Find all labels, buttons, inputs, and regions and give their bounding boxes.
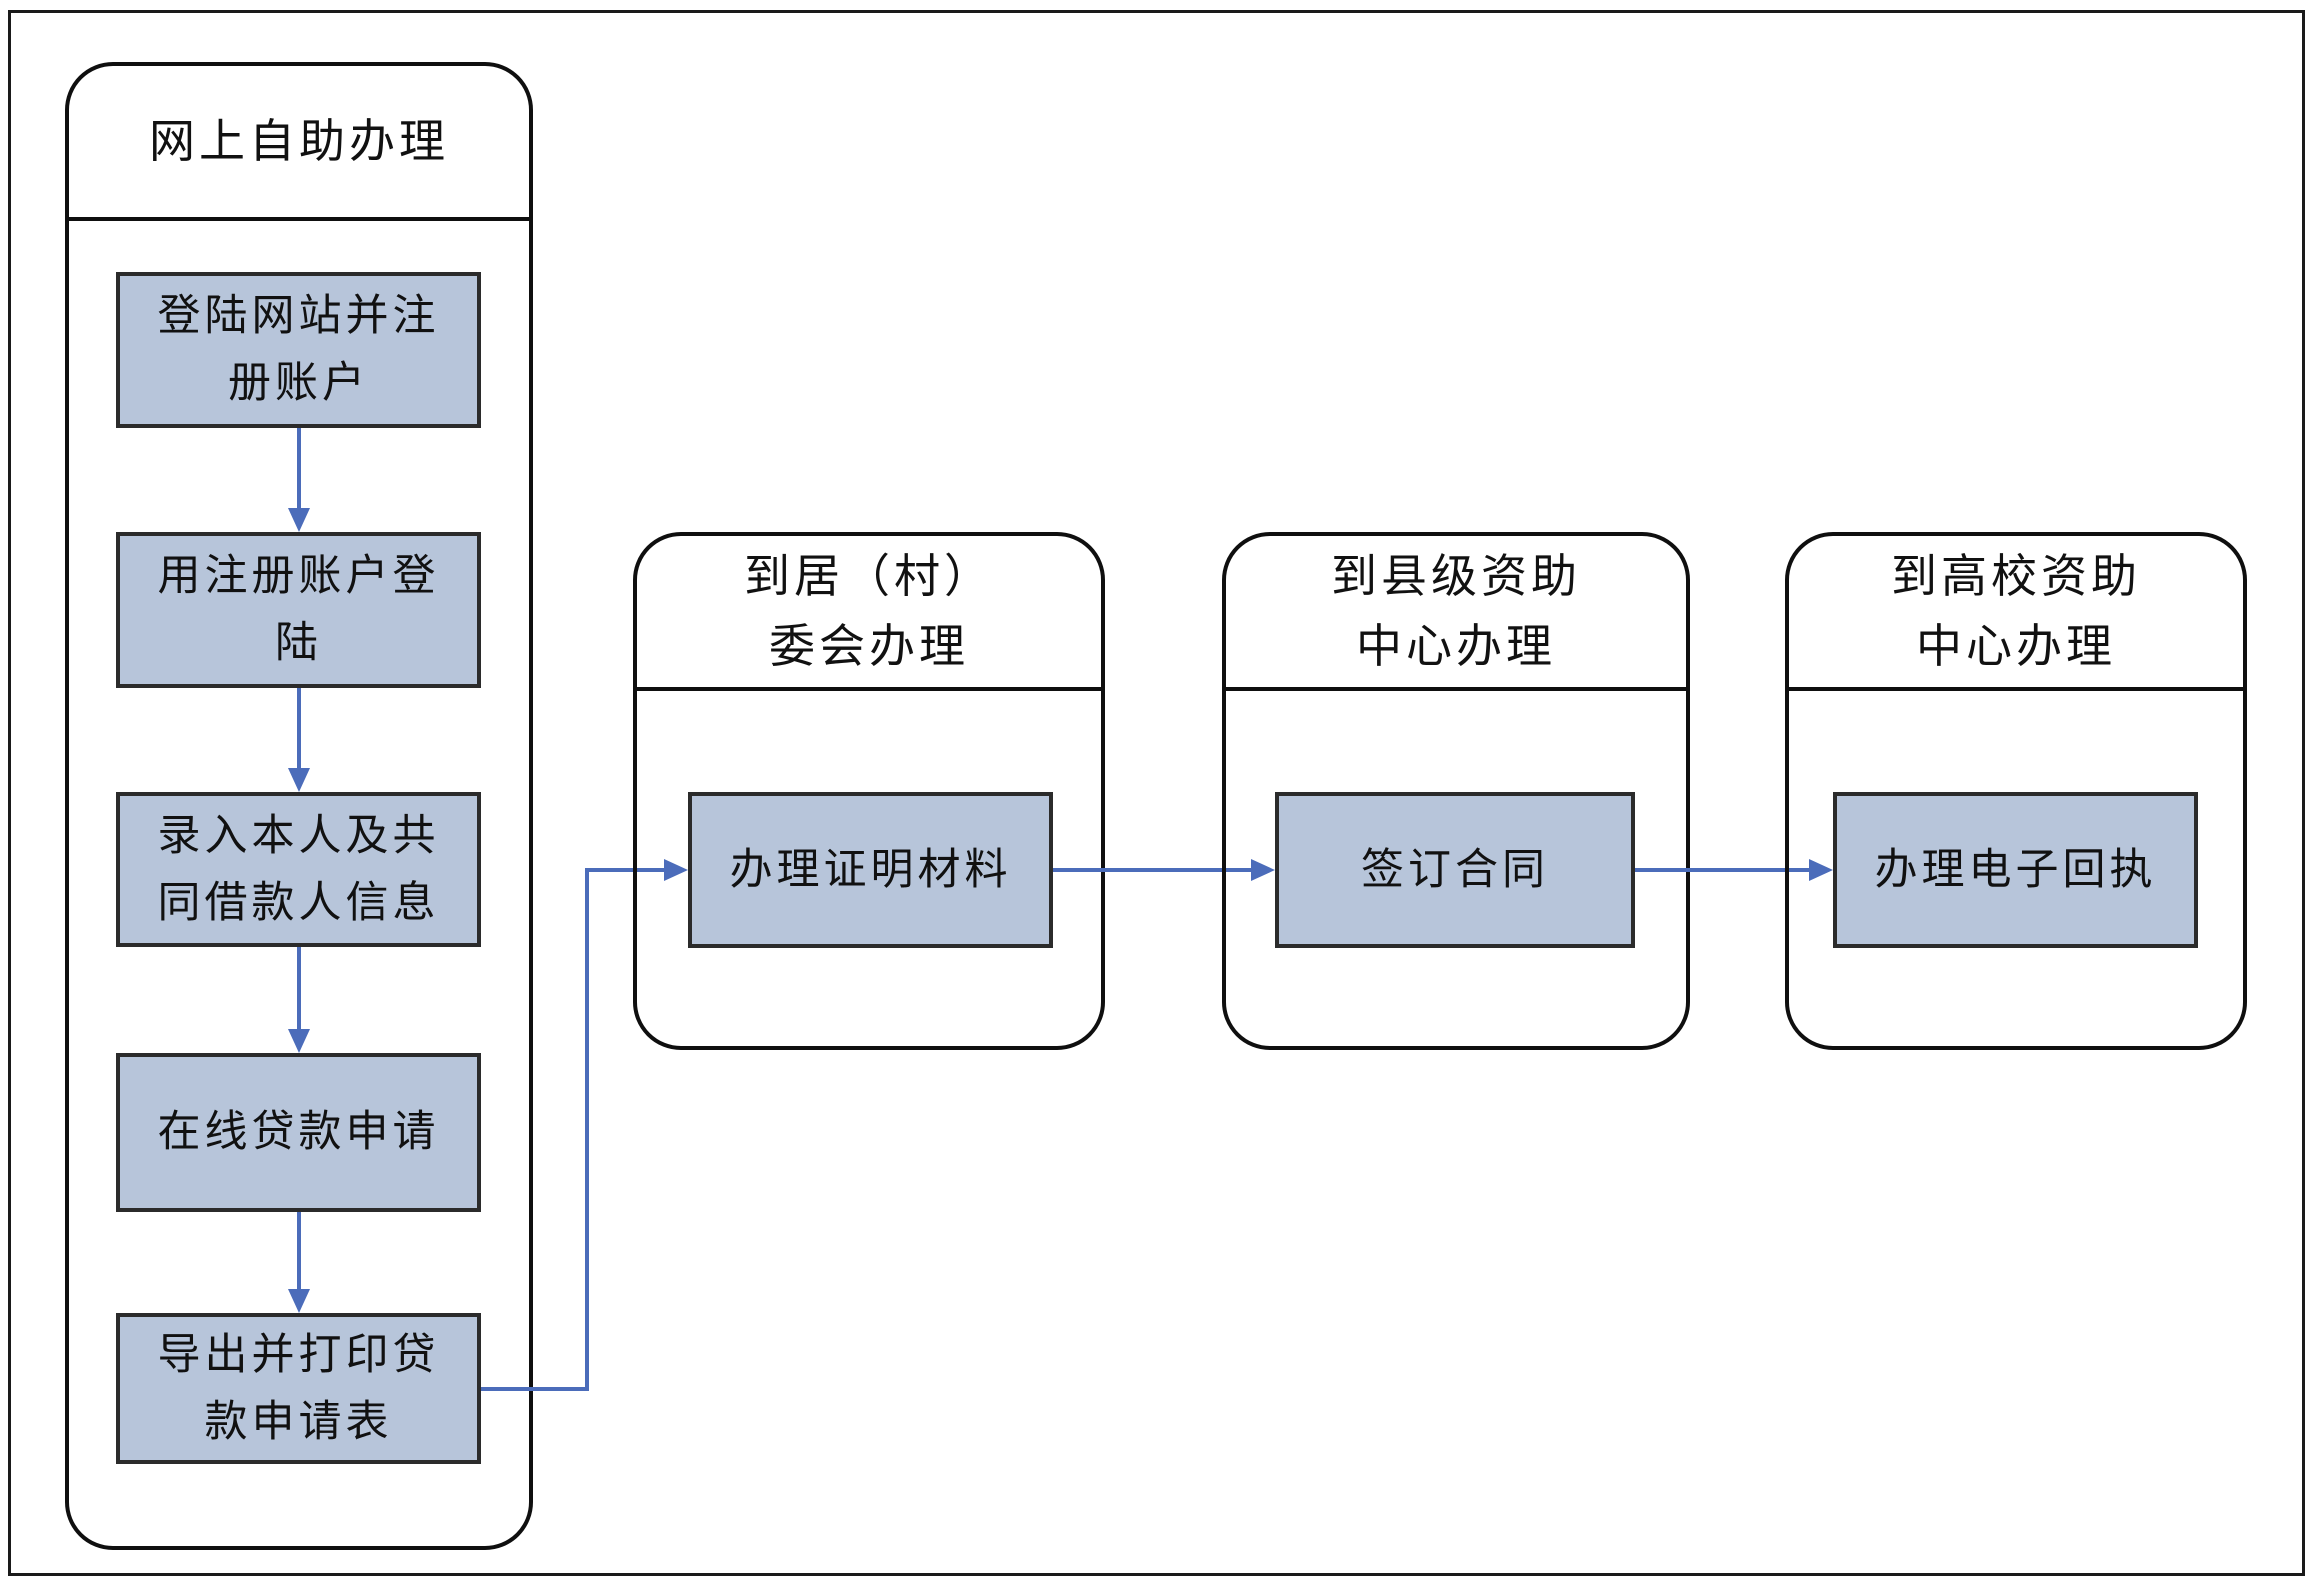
node-sign-contract: 签订合同 <box>1275 792 1635 948</box>
group-county-funding-center: 到县级资助 中心办理 <box>1222 532 1690 1050</box>
group-title-divider <box>69 217 529 221</box>
down-arrow-head-1 <box>288 508 310 532</box>
down-arrow-head-4 <box>288 1289 310 1313</box>
group-title-university-center: 到高校资助 中心办理 <box>1891 550 2141 672</box>
node-certification-materials: 办理证明材料 <box>688 792 1053 948</box>
connector-elbow-vertical-segment <box>585 868 589 1391</box>
down-arrow-line-1 <box>297 428 301 508</box>
right-arrow-head-1 <box>1251 859 1275 881</box>
down-arrow-line-3 <box>297 947 301 1029</box>
node-login: 用注册账户登 陆 <box>116 532 481 688</box>
down-arrow-line-4 <box>297 1212 301 1289</box>
right-arrow-line-1 <box>1053 868 1251 872</box>
connector-elbow-bottom-segment <box>481 1387 589 1391</box>
group-title-divider <box>637 687 1101 691</box>
down-arrow-head-3 <box>288 1029 310 1053</box>
group-title-divider <box>1789 687 2243 691</box>
node-online-loan-application: 在线贷款申请 <box>116 1053 481 1212</box>
group-village-committee: 到居（村） 委会办理 <box>633 532 1105 1050</box>
group-title-divider <box>1226 687 1686 691</box>
node-register-account: 登陆网站并注 册账户 <box>116 272 481 428</box>
down-arrow-line-2 <box>297 688 301 768</box>
group-title-online: 网上自助办理 <box>149 115 449 167</box>
group-title-village-committee: 到居（村） 委会办理 <box>744 550 994 672</box>
connector-elbow-top-segment <box>589 868 664 872</box>
node-enter-borrower-info: 录入本人及共 同借款人信息 <box>116 792 481 947</box>
group-university-funding-center: 到高校资助 中心办理 <box>1785 532 2247 1050</box>
right-arrow-head-2 <box>1809 859 1833 881</box>
right-arrow-line-2 <box>1635 868 1809 872</box>
group-title-county-center: 到县级资助 中心办理 <box>1331 550 1581 672</box>
page-border <box>8 10 2305 1576</box>
node-export-print-form: 导出并打印贷 款申请表 <box>116 1313 481 1464</box>
group-online-self-service: 网上自助办理 <box>65 62 533 1550</box>
node-electronic-receipt: 办理电子回执 <box>1833 792 2198 948</box>
connector-elbow-arrow-head <box>664 859 688 881</box>
down-arrow-head-2 <box>288 768 310 792</box>
